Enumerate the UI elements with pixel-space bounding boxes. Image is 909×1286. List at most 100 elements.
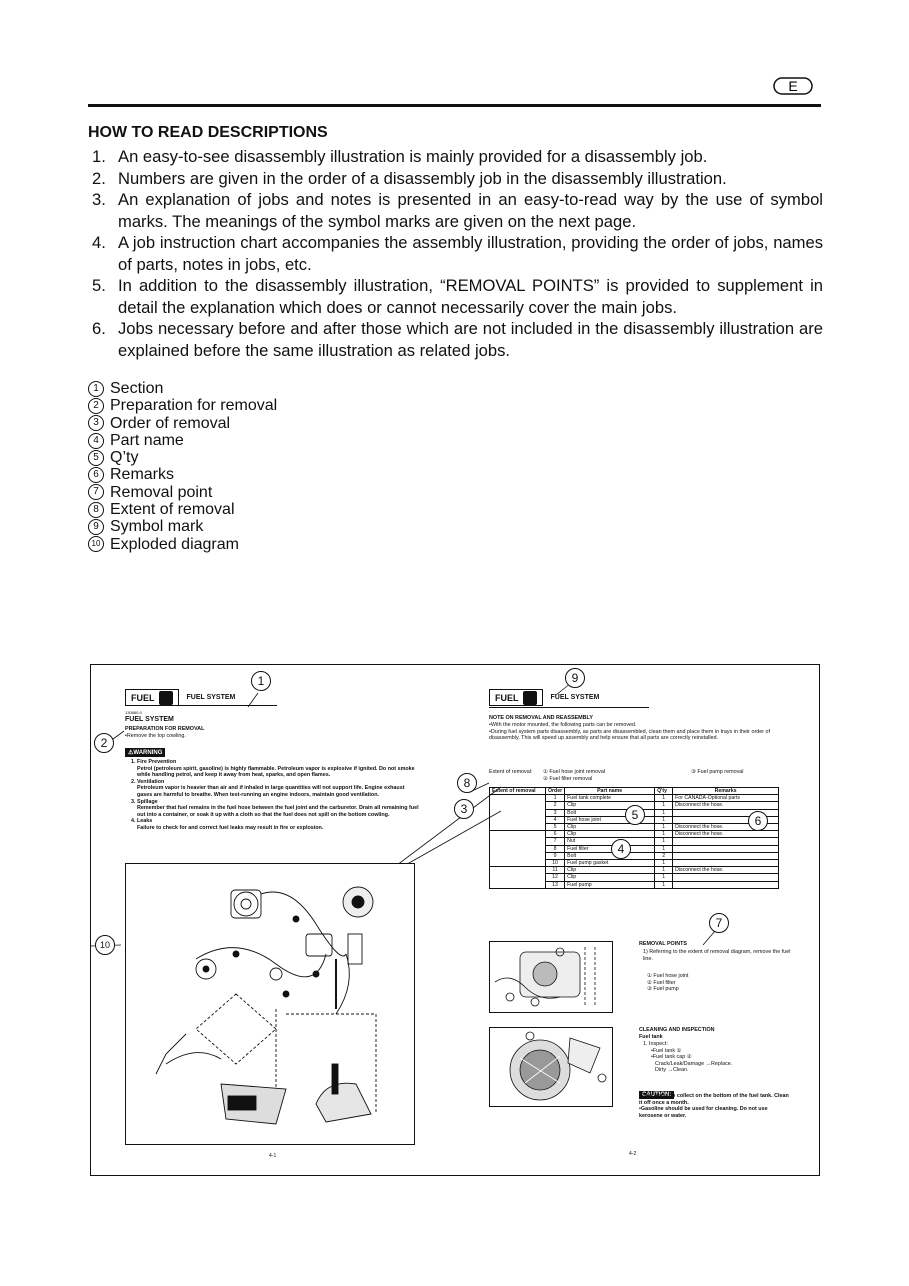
qty-cell: 1 bbox=[654, 866, 674, 875]
left-page-number: 4-1 bbox=[269, 1153, 277, 1159]
caution-line: •Gasoline should be used for cleaning. D… bbox=[639, 1106, 768, 1119]
qty-cell: 1 bbox=[654, 794, 674, 803]
col-remarks: Remarks bbox=[672, 786, 779, 796]
qty-cell: 1 bbox=[654, 815, 674, 825]
qty-cell: 1 bbox=[654, 808, 674, 817]
remarks-cell: Disconnect the hose. bbox=[672, 830, 779, 839]
legend-number: 8 bbox=[88, 501, 104, 518]
step-item: 1.An easy-to-see disassembly illustratio… bbox=[88, 146, 823, 168]
step-text: Jobs necessary before and after those wh… bbox=[118, 319, 823, 360]
legend-label: Exploded diagram bbox=[110, 535, 239, 553]
order-cell: 3 bbox=[544, 808, 566, 817]
warning-title: 1. Fire Prevention bbox=[131, 759, 177, 765]
caution-line: •Dust tends to collect on the bottom of … bbox=[639, 1093, 789, 1106]
warning-text: Petrol (petroleum spirit, gasoline) is h… bbox=[137, 765, 415, 779]
removal-item: ③ Fuel pump bbox=[647, 986, 679, 993]
step-text: An easy-to-see disassembly illustration … bbox=[118, 147, 708, 166]
remarks-cell: Disconnect the hose. bbox=[672, 801, 779, 810]
step-item: 2.Numbers are given in the order of a di… bbox=[88, 168, 823, 190]
step-text: An explanation of jobs and notes is pres… bbox=[118, 190, 823, 231]
removal-figure bbox=[489, 941, 613, 1013]
step-number: 3. bbox=[92, 190, 106, 209]
extent-cell bbox=[489, 794, 546, 832]
legend-number: 1 bbox=[88, 380, 104, 397]
section-code: 130880-0 bbox=[125, 710, 142, 715]
sub-title: FUEL SYSTEM bbox=[125, 716, 174, 723]
extent-item: ② Fuel filter removal bbox=[543, 776, 593, 782]
job-table-header: Extent of removal Order Part name Q'ty R… bbox=[489, 786, 779, 796]
prep-item: •Remove the top cowling. bbox=[125, 733, 186, 739]
qty-cell: 1 bbox=[654, 859, 674, 868]
callout-4: 4 bbox=[611, 839, 631, 859]
cleaning-line: Dirty →Clean. bbox=[655, 1067, 689, 1074]
fuel-tab-label: FUEL bbox=[495, 692, 519, 703]
language-badge: E bbox=[773, 77, 813, 95]
order-cell: 1 bbox=[544, 794, 566, 803]
step-item: 5.In addition to the disassembly illustr… bbox=[88, 275, 823, 318]
legend-label: Remarks bbox=[110, 466, 175, 484]
job-table: Extent of removal Order Part name Q'ty R… bbox=[489, 786, 779, 889]
part-cell: Clip bbox=[564, 866, 656, 875]
cleaning-line: Crack/Leak/Damage →Replace. bbox=[655, 1060, 733, 1067]
qty-cell: 1 bbox=[654, 830, 674, 839]
legend-label: Symbol mark bbox=[110, 518, 204, 536]
section-title: FUEL SYSTEM bbox=[550, 694, 600, 701]
remarks-cell bbox=[672, 859, 779, 868]
col-part-name: Part name bbox=[564, 786, 656, 796]
caution-label-wrap: CAUTION: bbox=[639, 1083, 675, 1101]
steps-list: 1.An easy-to-see disassembly illustratio… bbox=[88, 146, 823, 361]
section-rule bbox=[125, 705, 277, 706]
caution-lines: •Dust tends to collect on the bottom of … bbox=[639, 1093, 789, 1119]
qty-cell: 1 bbox=[654, 823, 674, 832]
step-text: A job instruction chart accompanies the … bbox=[118, 233, 823, 274]
cleaning-subtitle: Fuel tank bbox=[639, 1034, 663, 1040]
step-number: 5. bbox=[92, 276, 106, 295]
order-cell: 6 bbox=[544, 830, 566, 839]
order-cell: 11 bbox=[544, 866, 566, 875]
extent-item: ③ Fuel pump removal bbox=[691, 769, 744, 775]
order-cell: 2 bbox=[544, 801, 566, 810]
remarks-cell bbox=[672, 851, 779, 861]
callout-3: 3 bbox=[454, 799, 474, 819]
warning-text: Petroleum vapor is heavier than air and … bbox=[137, 785, 405, 798]
cleaning-lines: 1. Inspect: •Fuel tank ① •Fuel tank cap … bbox=[643, 1041, 732, 1074]
exploded-diagram-drawing bbox=[155, 886, 377, 1125]
fuel-tab-label: FUEL bbox=[131, 692, 155, 703]
right-section-header: FUEL FUEL SYSTEM bbox=[489, 689, 599, 706]
extent-label: Extent of removal: bbox=[489, 769, 533, 775]
cleaning-line: 1. Inspect: bbox=[643, 1041, 668, 1047]
callout-1: 1 bbox=[251, 671, 271, 691]
legend-label: Preparation for removal bbox=[110, 397, 278, 415]
legend-number: 4 bbox=[88, 432, 104, 449]
right-page-number: 4-2 bbox=[629, 1151, 637, 1157]
order-cell: 7 bbox=[544, 837, 566, 846]
fuel-tab: FUEL bbox=[125, 689, 179, 706]
note-line: •During fuel system parts disassembly, a… bbox=[489, 728, 771, 742]
step-item: 3. An explanation of jobs and notes is pr… bbox=[88, 189, 823, 232]
legend-label: Q’ty bbox=[110, 449, 139, 467]
section-title: FUEL SYSTEM bbox=[186, 694, 236, 701]
warning-title: 4. Leaks bbox=[131, 818, 153, 825]
removal-figure-drawing bbox=[494, 947, 596, 1007]
sample-spread: 1 FUEL FUEL SYSTEM 130880-0 FUEL SYSTEM … bbox=[90, 664, 820, 1176]
order-cell: 5 bbox=[544, 823, 566, 832]
remarks-cell bbox=[672, 844, 779, 853]
col-extent: Extent of removal bbox=[489, 786, 546, 796]
left-section-header: FUEL FUEL SYSTEM bbox=[125, 689, 235, 706]
legend-label: Part name bbox=[110, 431, 184, 449]
warning-text: Failure to check for and correct fuel le… bbox=[137, 824, 324, 831]
cleaning-line: •Fuel tank cap ② bbox=[651, 1054, 692, 1061]
removal-title: REMOVAL POINTS bbox=[639, 941, 688, 947]
order-cell: 8 bbox=[544, 844, 566, 853]
part-cell: Clip bbox=[564, 830, 656, 839]
note-line: •With the motor mounted, the following p… bbox=[489, 722, 637, 728]
